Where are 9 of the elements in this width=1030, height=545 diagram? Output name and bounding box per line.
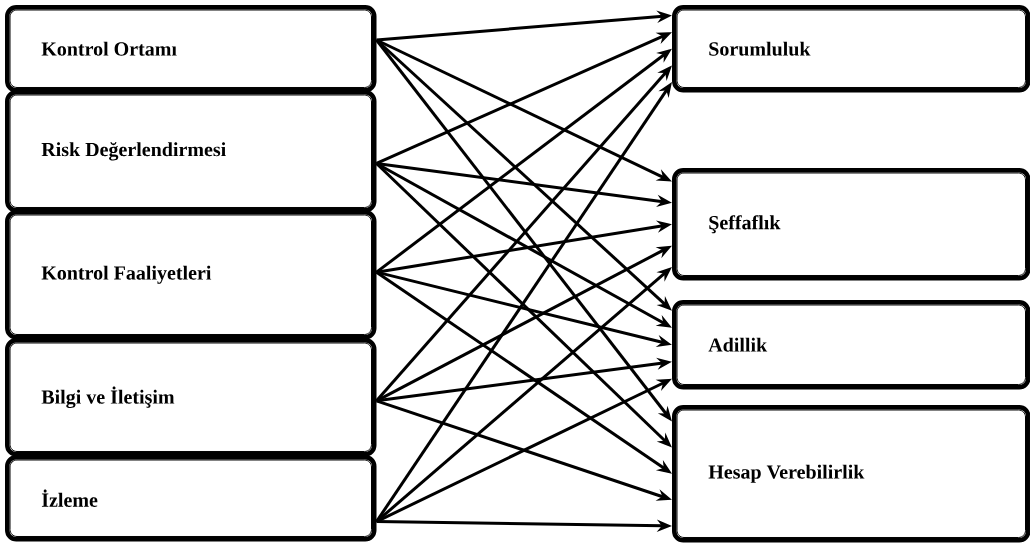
text-box: Kontrol Ortamı [5,5,377,93]
text-box: İzleme [5,455,377,542]
text-box: Risk Değerlendirmesi [5,90,377,213]
text-box: Sorumluluk [672,5,1030,93]
text-box: Hesap Verebilirlik [672,405,1030,543]
text-box: Bilgi ve İletişim [5,338,377,457]
text-box: Adillik [672,300,1030,390]
text-box: Kontrol Faaliyetleri [5,210,377,340]
text-box: Şeffaflık [672,168,1030,281]
